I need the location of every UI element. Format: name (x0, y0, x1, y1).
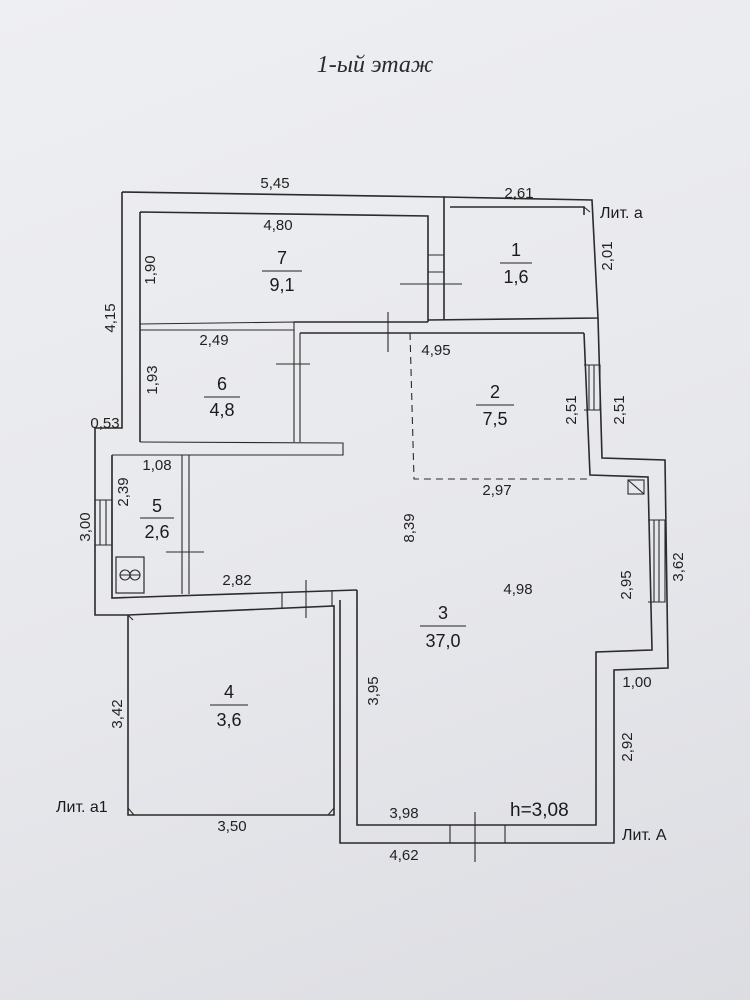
room-area: 7,5 (482, 409, 507, 429)
dim-room3-width: 4,98 (503, 581, 532, 598)
label-lit-a1: Лит. а1 (56, 799, 108, 816)
room-label-1: 1 1,6 (500, 240, 532, 287)
room-area: 2,6 (144, 522, 169, 542)
ceiling-height: h=3,08 (510, 800, 569, 821)
dim-room6-height: 1,93 (144, 365, 161, 394)
dim-left-outer: 4,15 (102, 303, 119, 332)
dim-right-lower: 2,92 (619, 732, 636, 761)
floor-title: 1-ый этаж (316, 52, 434, 78)
room-label-3: 3 37,0 (420, 603, 466, 651)
dim-room2-right: 2,51 (611, 395, 628, 424)
dim-room1-width: 2,61 (504, 185, 533, 202)
interior-walls (95, 206, 666, 862)
room-label-5: 5 2,6 (140, 496, 174, 542)
room-area: 3,6 (216, 710, 241, 730)
dim-room4-top: 2,82 (222, 572, 251, 589)
dim-room2-bottom: 2,97 (482, 482, 511, 499)
dim-right-step: 1,00 (622, 674, 651, 691)
dim-top-outer: 5,45 (260, 175, 289, 192)
room-number: 3 (438, 603, 448, 623)
room-area: 37,0 (425, 631, 460, 651)
room-number: 7 (277, 248, 287, 268)
dim-right-window: 2,95 (618, 570, 635, 599)
room-number: 4 (224, 682, 234, 702)
dim-room3-height: 8,39 (401, 513, 418, 542)
dim-room6-width: 2,49 (199, 332, 228, 349)
dim-room3-bottom: 3,98 (389, 805, 418, 822)
dim-room2-left: 2,51 (563, 395, 580, 424)
outer-walls (94, 191, 669, 844)
dim-room4-bottom: 3,50 (217, 818, 246, 835)
label-lit-a: Лит. а (600, 205, 643, 222)
dim-room3-top: 4,95 (421, 342, 450, 359)
dim-room5-width: 1,08 (142, 457, 171, 474)
dim-room4-height: 3,42 (109, 699, 126, 728)
dim-left-lower: 3,00 (77, 512, 94, 541)
label-lit-A: Лит. А (622, 827, 667, 844)
room-label-4: 4 3,6 (210, 682, 248, 730)
room-label-2: 2 7,5 (476, 382, 514, 429)
room-number: 1 (511, 240, 521, 260)
room-number: 2 (490, 382, 500, 402)
dim-room3-left: 3,95 (365, 676, 382, 705)
stove-icon (115, 556, 145, 594)
dim-right-outer: 3,62 (670, 552, 687, 581)
room-area: 9,1 (269, 275, 294, 295)
dim-left-step: 0,53 (90, 415, 119, 432)
room-label-7: 7 9,1 (262, 248, 302, 295)
room-label-6: 6 4,8 (204, 374, 240, 420)
room-number: 5 (152, 496, 162, 516)
room-area: 1,6 (503, 267, 528, 287)
dim-room7-height: 1,90 (142, 255, 159, 284)
dim-bottom-outer: 4,62 (389, 847, 418, 864)
dim-room7-width: 4,80 (263, 217, 292, 234)
dim-room1-height: 2,01 (599, 241, 616, 270)
room-number: 6 (217, 374, 227, 394)
room-area: 4,8 (209, 400, 234, 420)
dim-room5-height: 2,39 (115, 477, 132, 506)
